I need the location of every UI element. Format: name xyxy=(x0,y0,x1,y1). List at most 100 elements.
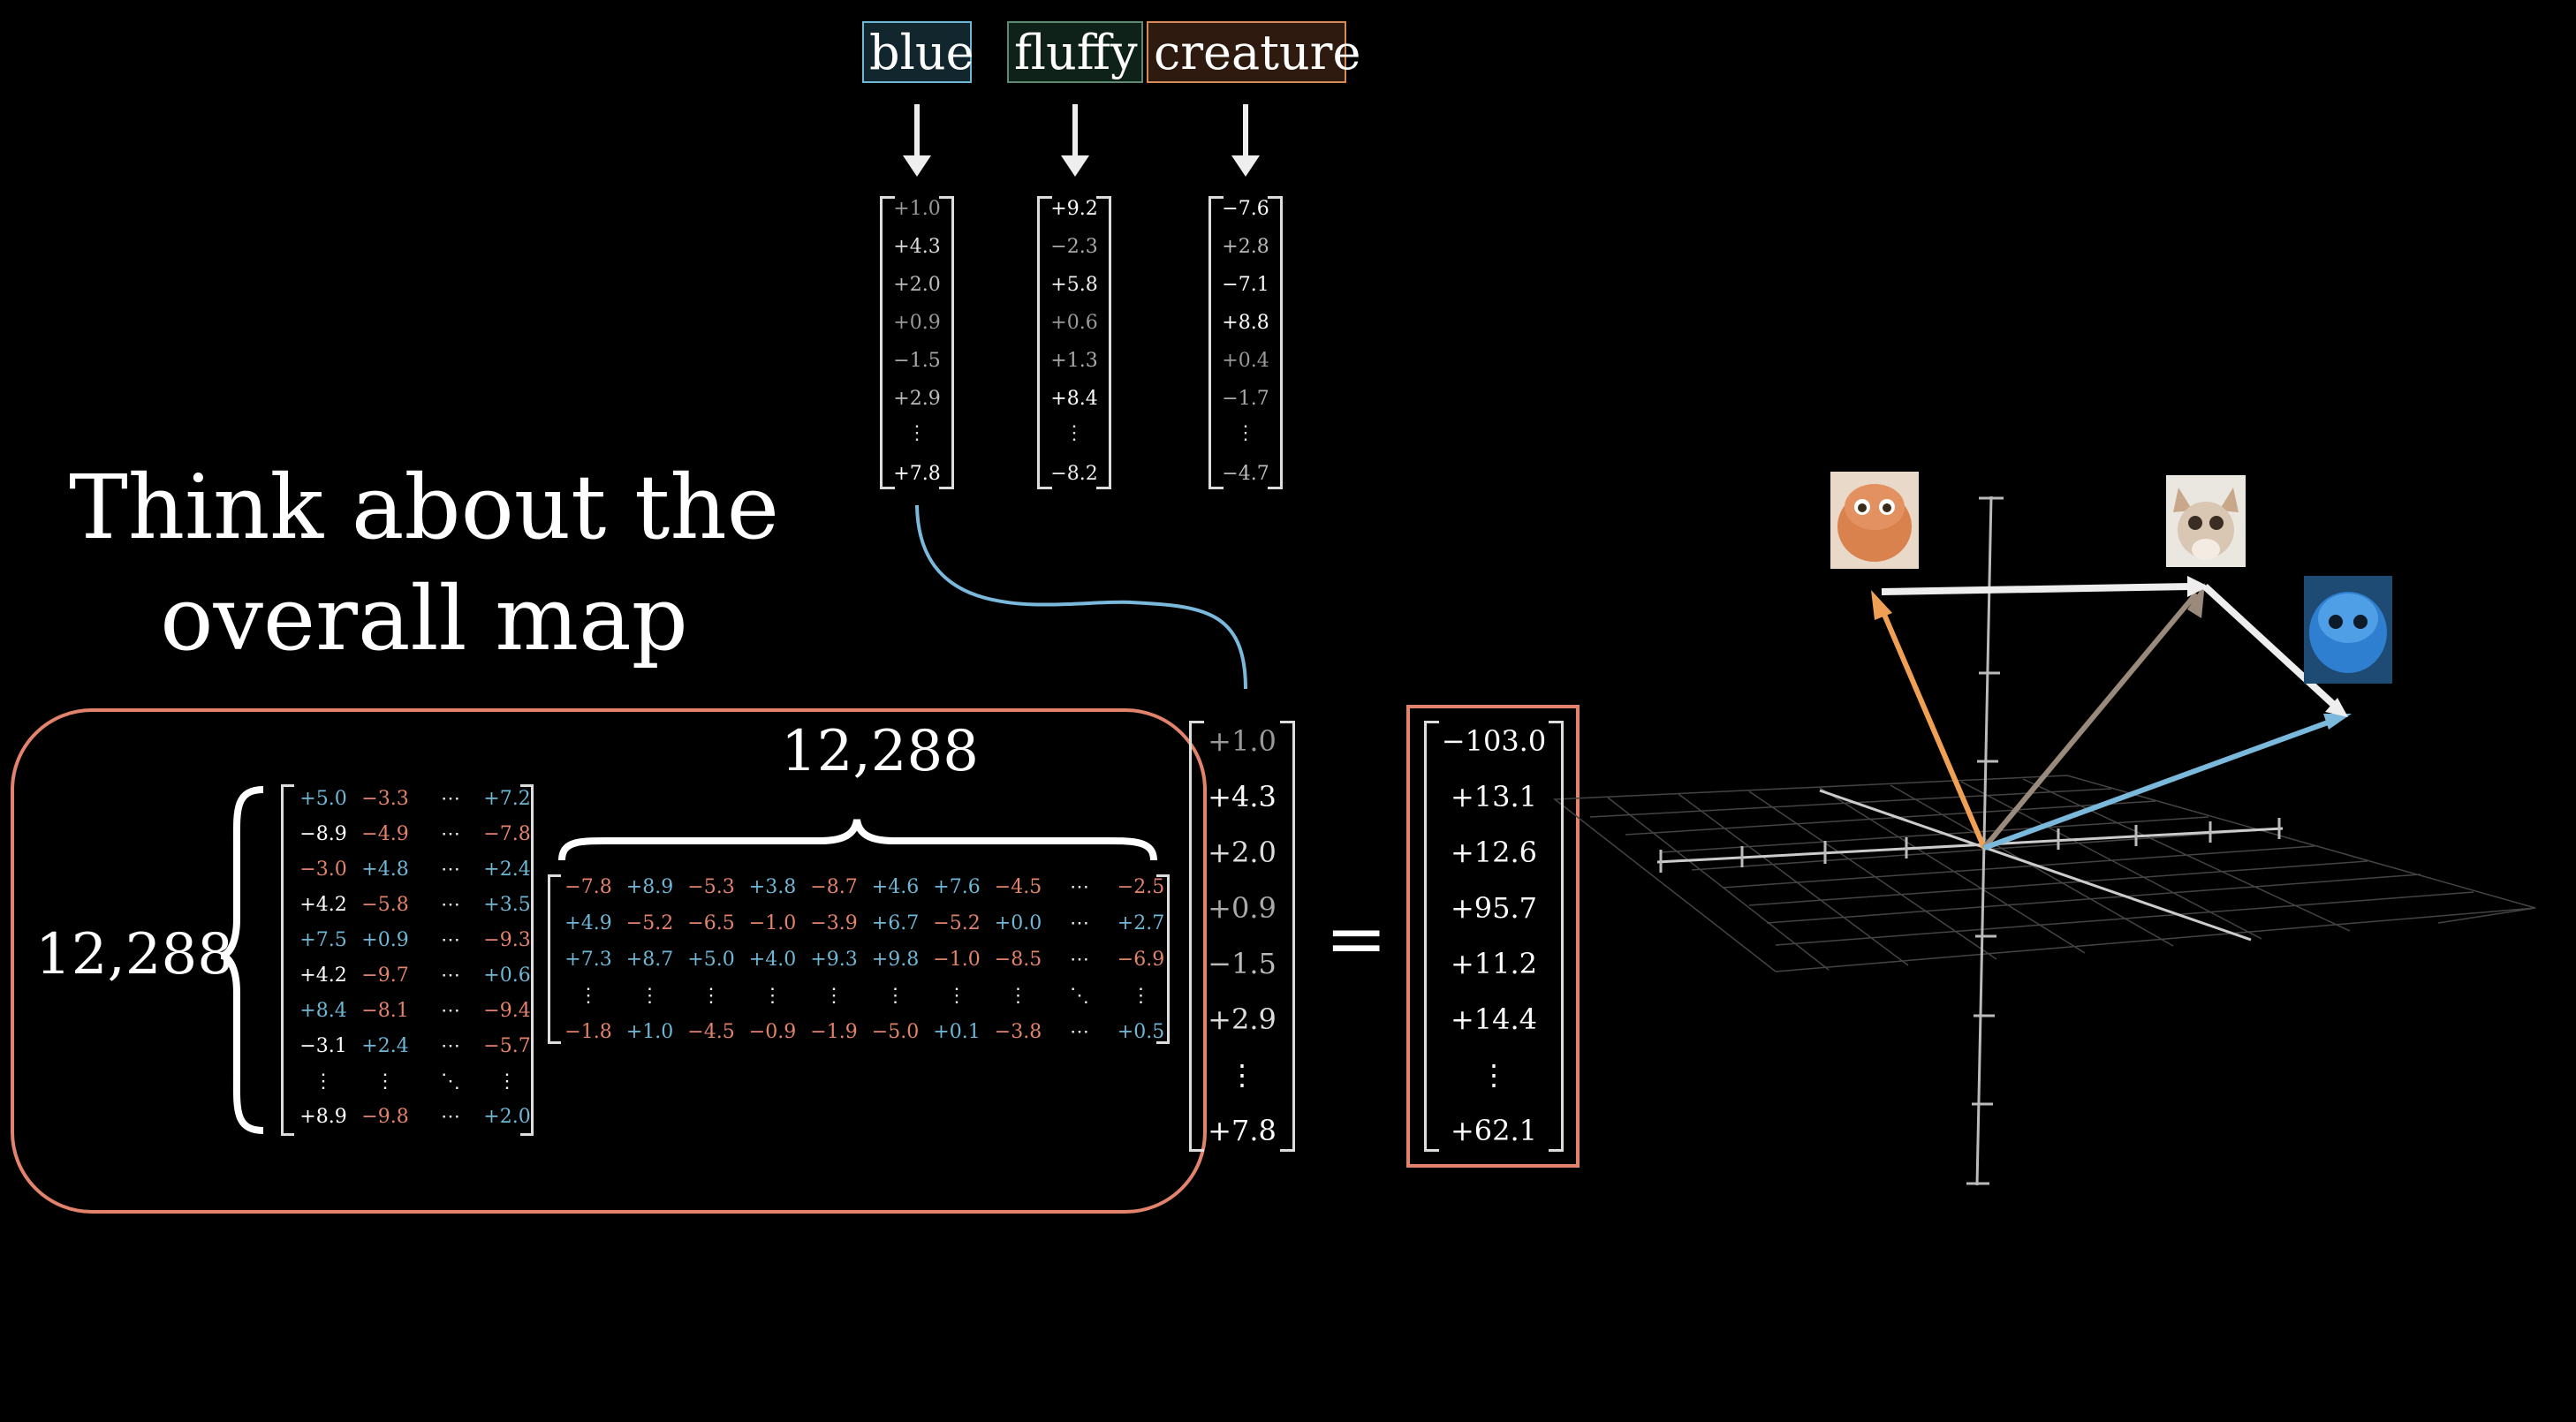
matrix-cell: +1.0 xyxy=(625,1021,674,1043)
matrix-cell: ⋮ xyxy=(314,1070,333,1093)
matrix-cell: ⋮ xyxy=(497,1070,517,1093)
matrix-cell: −8.5 xyxy=(994,949,1042,971)
vector-value: −7.1 xyxy=(1222,274,1269,296)
matrix-cell: +9.3 xyxy=(810,949,858,971)
word-blue: blue xyxy=(869,25,974,80)
fluffy-owl-creature-image xyxy=(2166,475,2246,567)
matrix-cell: −8.7 xyxy=(810,876,858,898)
vector-value: +95.7 xyxy=(1450,891,1538,925)
matrix-cell: −1.0 xyxy=(933,949,981,971)
matrix-cell: ⋮ xyxy=(824,985,844,1007)
vector-value: −1.5 xyxy=(893,350,941,372)
matrix-cell: ⋯ xyxy=(441,1035,460,1057)
embedding-vector-blue: +1.0 +4.3 +2.0 +0.9 −1.5 +2.9 ⋮ +7.8 xyxy=(880,196,954,489)
matrix-cell: ⋮ xyxy=(579,985,598,1007)
matrix-cell: +0.9 xyxy=(361,929,409,951)
down-arrow-icon xyxy=(1231,104,1260,177)
matrix-cell: +8.9 xyxy=(625,876,674,898)
matrix-cell: +7.3 xyxy=(564,949,612,971)
embedding-vector-fluffy: +9.2 −2.3 +5.8 +0.6 +1.3 +8.4 ⋮ −8.2 xyxy=(1037,196,1111,489)
blue-fluffy-creature-image xyxy=(2304,576,2392,684)
vector-value: +12.6 xyxy=(1450,836,1538,869)
word-box-fluffy: fluffy xyxy=(1007,21,1143,83)
matrix-cell: ⋱ xyxy=(1070,985,1089,1007)
matrix-cell: +3.8 xyxy=(748,876,797,898)
matrix-cell: −5.2 xyxy=(625,912,674,934)
white-arrow-1 xyxy=(1881,583,2192,595)
matrix-cell: −1.0 xyxy=(748,912,797,934)
matrix-cell: +4.9 xyxy=(564,912,612,934)
orange-vector xyxy=(1877,602,1987,850)
matrix-cell: +9.8 xyxy=(871,949,920,971)
vector-value: −4.7 xyxy=(1222,463,1269,485)
matrix-cell: −4.5 xyxy=(994,876,1042,898)
matrix-cell: −6.5 xyxy=(687,912,735,934)
matrix-cell: +0.1 xyxy=(933,1021,981,1043)
word-box-creature: creature xyxy=(1147,21,1360,83)
matrix-cell: +2.0 xyxy=(483,1106,531,1128)
vector-value: +1.0 xyxy=(1208,724,1277,758)
matrix-cell: +5.0 xyxy=(299,788,347,810)
matrix-cell: +2.7 xyxy=(1117,912,1165,934)
matrix-cell: +0.0 xyxy=(994,912,1042,934)
3d-plot xyxy=(1552,495,2536,1186)
matrix-cell: +0.6 xyxy=(483,964,531,987)
white-arrow-2 xyxy=(2202,584,2338,709)
matrix-cell: ⋮ xyxy=(947,985,966,1007)
matrix-cell: −4.5 xyxy=(687,1021,735,1043)
vector-value: +7.8 xyxy=(893,463,941,485)
matrix-cell: +6.7 xyxy=(871,912,920,934)
vector-value: −1.7 xyxy=(1222,388,1269,410)
vector-value: +14.4 xyxy=(1450,1002,1538,1036)
matrix-cell: −1.8 xyxy=(564,1021,612,1043)
blue-vector xyxy=(1982,716,2339,851)
word-fluffy: fluffy xyxy=(1014,25,1138,80)
matrix-cell: −7.8 xyxy=(564,876,612,898)
vector-value: +8.8 xyxy=(1222,312,1269,334)
matrix-cell: +4.0 xyxy=(748,949,797,971)
vector-value: +2.8 xyxy=(1222,236,1269,258)
row-dimension-label: 12,288 xyxy=(35,922,233,987)
matrix-cell: +8.9 xyxy=(299,1106,347,1128)
equals-sign: = xyxy=(1325,896,1388,982)
matrix-cell: ⋯ xyxy=(441,894,460,916)
matrix-cell: ⋮ xyxy=(701,985,721,1007)
matrix-cell: ⋮ xyxy=(640,985,660,1007)
word-box-blue: blue xyxy=(862,21,974,83)
matrix-cell: −8.1 xyxy=(361,1000,409,1022)
vector-value: ⋮ xyxy=(1236,422,1255,444)
matrix-cell: −2.5 xyxy=(1117,876,1165,898)
vector-value: +2.0 xyxy=(1208,836,1277,869)
matrix-cell: ⋮ xyxy=(762,985,783,1007)
vector-value: +2.9 xyxy=(1208,1002,1277,1036)
title-line-1: Think about the xyxy=(69,456,779,559)
matrix-cell: −9.7 xyxy=(361,964,409,987)
embedding-vector-creature: −7.6 +2.8 −7.1 +8.8 +0.4 −1.7 ⋮ −4.7 xyxy=(1208,196,1283,489)
matrix-cell: +7.5 xyxy=(299,929,347,951)
vector-value: ⋮ xyxy=(1064,422,1084,444)
matrix-cell: −6.9 xyxy=(1117,949,1165,971)
grid-plane xyxy=(1552,775,2536,972)
vector-value: +7.8 xyxy=(1208,1114,1277,1147)
matrix-cell: +4.2 xyxy=(299,964,347,987)
matrix-cell: −8.9 xyxy=(299,823,347,845)
matrix-cell: +2.4 xyxy=(483,858,531,881)
matrix-cell: ⋯ xyxy=(441,823,460,845)
right-matrix: −7.8+8.9−5.3+3.8−8.7+4.6+7.6−4.5⋯−2.5+4.… xyxy=(548,874,1170,1044)
matrix-cell: ⋯ xyxy=(441,1106,460,1128)
page-title: Think about the overall map xyxy=(35,452,813,675)
output-box xyxy=(1406,705,1580,1168)
vector-value: ⋮ xyxy=(1480,1058,1508,1092)
matrix-cell: −5.8 xyxy=(361,894,409,916)
matrix-cell: −5.2 xyxy=(933,912,981,934)
vector-value: −1.5 xyxy=(1208,947,1277,980)
matrix-cell: ⋯ xyxy=(441,964,460,987)
output-vector: −103.0+13.1+12.6+95.7+11.2+14.4⋮+62.1 xyxy=(1424,721,1564,1152)
vector-value: +0.6 xyxy=(1050,312,1098,334)
matrix-cell: −3.9 xyxy=(810,912,858,934)
input-vector: +1.0+4.3+2.0+0.9−1.5+2.9⋮+7.8 xyxy=(1189,721,1295,1152)
matrix-cell: −3.8 xyxy=(994,1021,1042,1043)
matrix-cell: −3.1 xyxy=(299,1035,347,1057)
matrix-cell: ⋯ xyxy=(1070,949,1089,971)
